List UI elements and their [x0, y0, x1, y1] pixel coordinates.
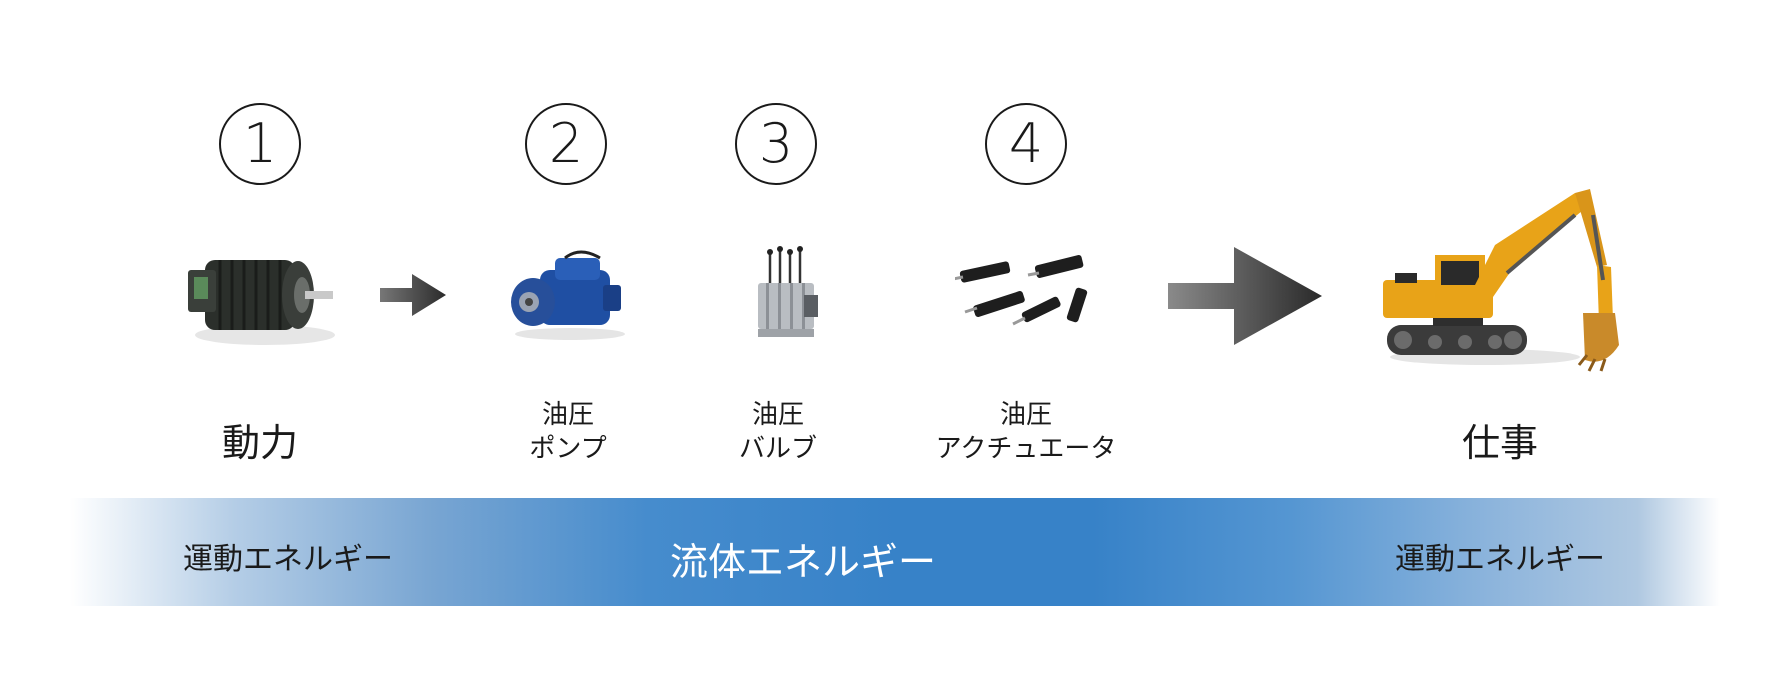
- electric-motor-icon: [188, 260, 335, 345]
- step-label-pump-line2: ポンプ: [529, 434, 607, 464]
- small-arrow-icon: [380, 274, 446, 316]
- step-label-pump-line1: 油圧: [541, 400, 594, 430]
- step-number-4: 4: [985, 103, 1067, 185]
- step-label-actuator-line1: 油圧: [999, 400, 1052, 430]
- energy-band-right-label: 運動エネルギー: [1395, 542, 1605, 577]
- hydraulic-pump-icon: [511, 250, 625, 340]
- hydraulic-valve-icon: [758, 246, 818, 337]
- step-label-valve: 油圧 バルブ: [648, 398, 908, 466]
- hydraulic-cylinders-icon: [955, 255, 1088, 326]
- step-label-valve-line2: バルブ: [738, 434, 817, 464]
- step-label-valve-line1: 油圧: [751, 400, 804, 430]
- step-label-power: 動力: [221, 421, 298, 465]
- step-number-2: 2: [525, 103, 607, 185]
- large-arrow-icon: [1168, 247, 1322, 345]
- excavator-icon: [1383, 189, 1619, 372]
- step-label-pump: 油圧 ポンプ: [438, 398, 698, 466]
- energy-band: [70, 498, 1720, 606]
- step-label-actuator: 油圧 アクチュエータ: [896, 398, 1156, 466]
- result-label-work: 仕事: [1461, 421, 1538, 465]
- energy-band-left-label: 運動エネルギー: [183, 542, 393, 577]
- step-number-1: 1: [219, 103, 301, 185]
- step-label-actuator-line2: アクチュエータ: [935, 434, 1117, 464]
- step-number-3: 3: [735, 103, 817, 185]
- energy-band-center-label: 流体エネルギー: [670, 540, 937, 584]
